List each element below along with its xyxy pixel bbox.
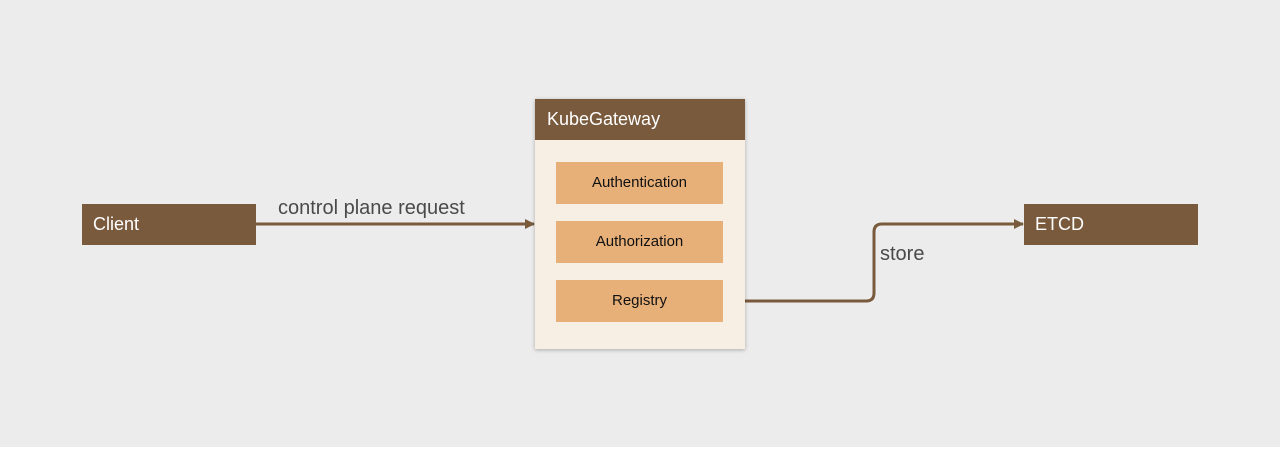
client-label: Client bbox=[93, 214, 140, 234]
registry-module: Registry bbox=[556, 280, 723, 322]
etcd-node: ETCD bbox=[1024, 204, 1198, 245]
request-edge-label: control plane request bbox=[278, 197, 465, 219]
store-edge-label: store bbox=[880, 243, 925, 265]
kubegateway-node: KubeGateway Authentication Authorization… bbox=[535, 99, 745, 349]
client-node: Client bbox=[82, 204, 256, 245]
kubegateway-title: KubeGateway bbox=[535, 99, 745, 140]
authorization-module: Authorization bbox=[556, 221, 723, 263]
store-arrow bbox=[725, 219, 1024, 306]
authentication-module: Authentication bbox=[556, 162, 723, 204]
etcd-label: ETCD bbox=[1035, 214, 1084, 234]
